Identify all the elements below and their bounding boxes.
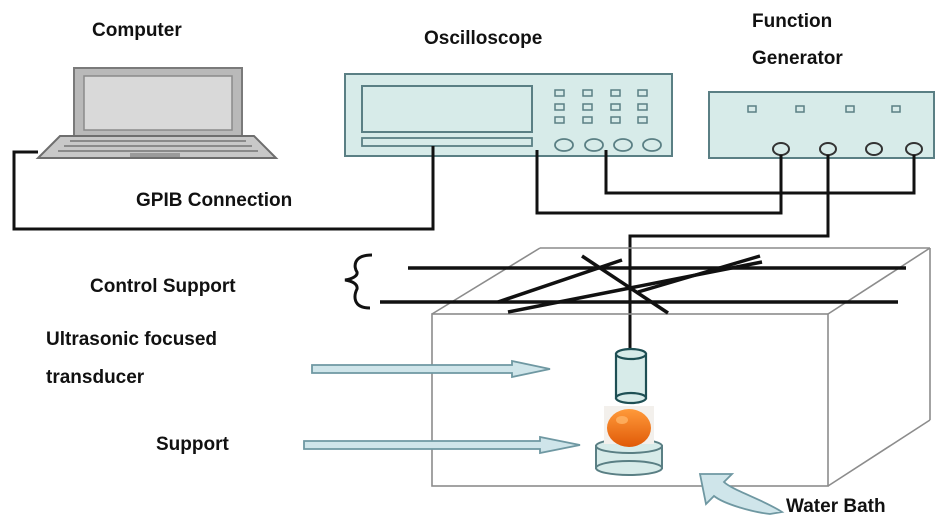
control-support-rods xyxy=(380,254,906,315)
osc-fg-cable-2 xyxy=(604,150,916,195)
function-generator-label-line1: Function xyxy=(752,11,833,32)
brace-icon xyxy=(344,253,373,310)
function-generator-icon xyxy=(708,91,935,159)
gpib-connection-label: GPIB Connection xyxy=(136,190,293,211)
water-inflow-arrow-icon xyxy=(698,473,785,515)
function-generator-ports xyxy=(772,142,923,156)
transducer-label-line2: transducer xyxy=(46,367,145,388)
oscilloscope-icon xyxy=(344,73,673,157)
pointer-arrows xyxy=(303,359,581,455)
oscilloscope-knobs xyxy=(554,138,662,152)
transducer-label-line1: Ultrasonic focused xyxy=(46,329,218,350)
cables xyxy=(12,146,916,352)
sample-support-icon xyxy=(595,406,663,476)
gpib-cable xyxy=(12,146,435,231)
function-generator-label-line2: Generator xyxy=(752,48,843,69)
transducer-icon xyxy=(614,347,648,405)
orange-sample-icon xyxy=(607,409,651,447)
control-support-label: Control Support xyxy=(90,276,236,297)
support-label: Support xyxy=(156,434,229,455)
support-arrow-icon xyxy=(303,435,581,455)
computer-label: Computer xyxy=(92,20,182,41)
osc-fg-cable-1 xyxy=(535,150,783,215)
transducer-arrow-icon xyxy=(311,359,551,379)
laptop-icon xyxy=(35,67,279,159)
transducer-cable xyxy=(628,155,830,352)
water-bath-label: Water Bath xyxy=(786,496,886,517)
oscilloscope-buttons xyxy=(554,89,648,124)
oscilloscope-label: Oscilloscope xyxy=(424,28,543,49)
